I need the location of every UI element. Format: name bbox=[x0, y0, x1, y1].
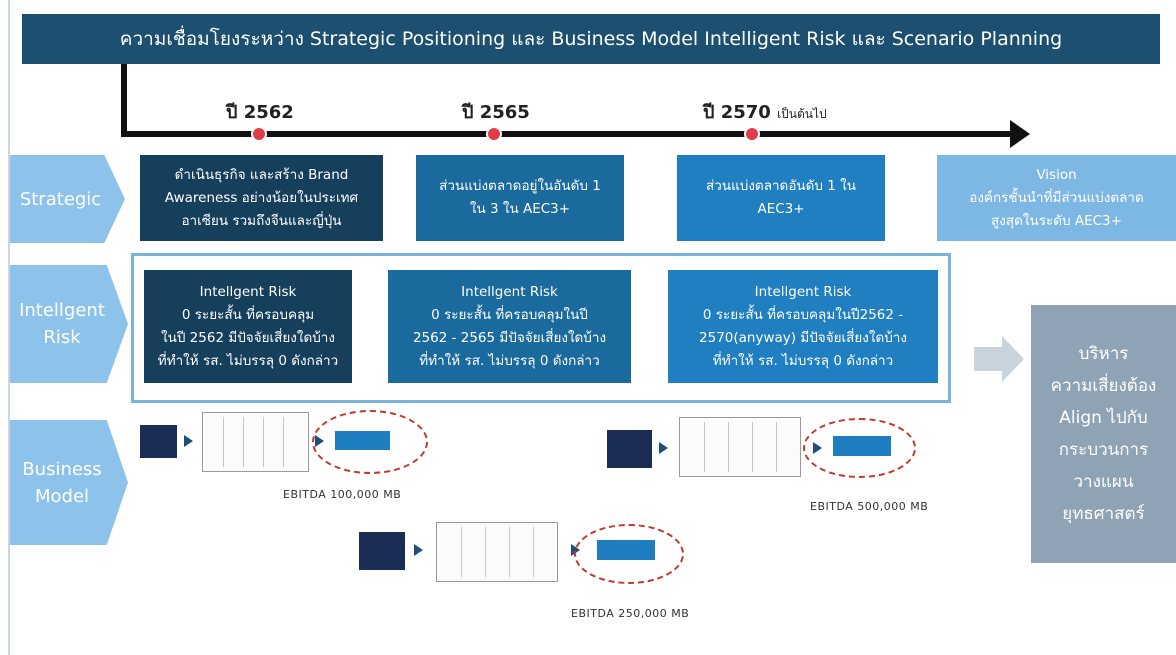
timeline-arrowhead bbox=[1010, 120, 1030, 148]
year-note: เป็นต้นไป bbox=[777, 107, 827, 121]
bm-canvas bbox=[202, 412, 309, 472]
year-label-2562: ปี 2562 bbox=[226, 102, 294, 123]
timeline-dot-2562 bbox=[251, 126, 267, 142]
row-label-strategic: Strategic bbox=[10, 155, 125, 243]
timeline-dot-2565 bbox=[486, 126, 502, 142]
bm-highlight-ellipse bbox=[803, 418, 916, 478]
page-title: ความเชื่อมโยงระหว่าง Strategic Positioni… bbox=[22, 14, 1160, 64]
business-model-diagram-3 bbox=[607, 415, 937, 480]
bm-output-box bbox=[597, 540, 655, 560]
risk-box-2570: Intellgent Risk 0 ระยะสั้น ที่ครอบคลุมใน… bbox=[668, 270, 938, 383]
bm-arrow-icon bbox=[414, 544, 423, 556]
page-title-text: ความเชื่อมโยงระหว่าง Strategic Positioni… bbox=[119, 28, 1063, 50]
strategic-box-2570: ส่วนแบ่งตลาดอันดับ 1 ใน AEC3+ bbox=[677, 155, 885, 241]
bm-highlight-ellipse bbox=[312, 410, 428, 474]
bm-arrow-icon bbox=[659, 442, 668, 454]
timeline-dot-2570 bbox=[744, 126, 760, 142]
bm-output-box bbox=[335, 431, 390, 450]
year-label-2570: ปี 2570 เป็นต้นไป bbox=[703, 102, 827, 123]
timeline bbox=[121, 64, 1030, 148]
year-label-2565: ปี 2565 bbox=[462, 102, 530, 123]
risk-box-2562: Intellgent Risk 0 ระยะสั้น ที่ครอบคลุม ใ… bbox=[144, 270, 352, 383]
risk-box-2565: Intellgent Risk 0 ระยะสั้น ที่ครอบคลุมใน… bbox=[388, 270, 631, 383]
ebitda-label-1: EBITDA 100,000 MB bbox=[283, 488, 402, 501]
business-model-diagram-1 bbox=[140, 410, 430, 475]
align-arrow-icon bbox=[974, 336, 1024, 382]
bm-arrow-icon bbox=[184, 435, 193, 447]
left-border-line bbox=[8, 0, 10, 655]
bm-input-panel bbox=[359, 532, 405, 570]
bm-canvas bbox=[436, 522, 558, 582]
ebitda-label-2: EBITDA 250,000 MB bbox=[571, 607, 690, 620]
risk-alignment-box: บริหาร ความเสี่ยงต้อง Align ไปกับ กระบวน… bbox=[1031, 305, 1176, 563]
bm-output-box bbox=[833, 436, 891, 456]
ebitda-label-3: EBITDA 500,000 MB bbox=[810, 500, 929, 513]
strategic-box-2562: ดำเนินธุรกิจ และสร้าง Brand Awareness อย… bbox=[140, 155, 383, 241]
bm-input-panel bbox=[607, 430, 652, 468]
bm-highlight-ellipse bbox=[574, 524, 684, 584]
strategic-box-2565: ส่วนแบ่งตลาดอยู่ในอันดับ 1 ใน 3 ใน AEC3+ bbox=[416, 155, 624, 241]
bm-canvas bbox=[679, 417, 801, 477]
row-label-business-model: Business Model bbox=[10, 420, 128, 545]
row-label-risk: Intellgent Risk bbox=[10, 265, 128, 383]
bm-input-panel bbox=[140, 425, 177, 458]
business-model-diagram-2 bbox=[359, 520, 684, 585]
vision-box: Vision องค์กรชั้นนำที่มีส่วนแบ่งตลาด สูง… bbox=[937, 155, 1176, 241]
risk-frame bbox=[131, 253, 951, 403]
